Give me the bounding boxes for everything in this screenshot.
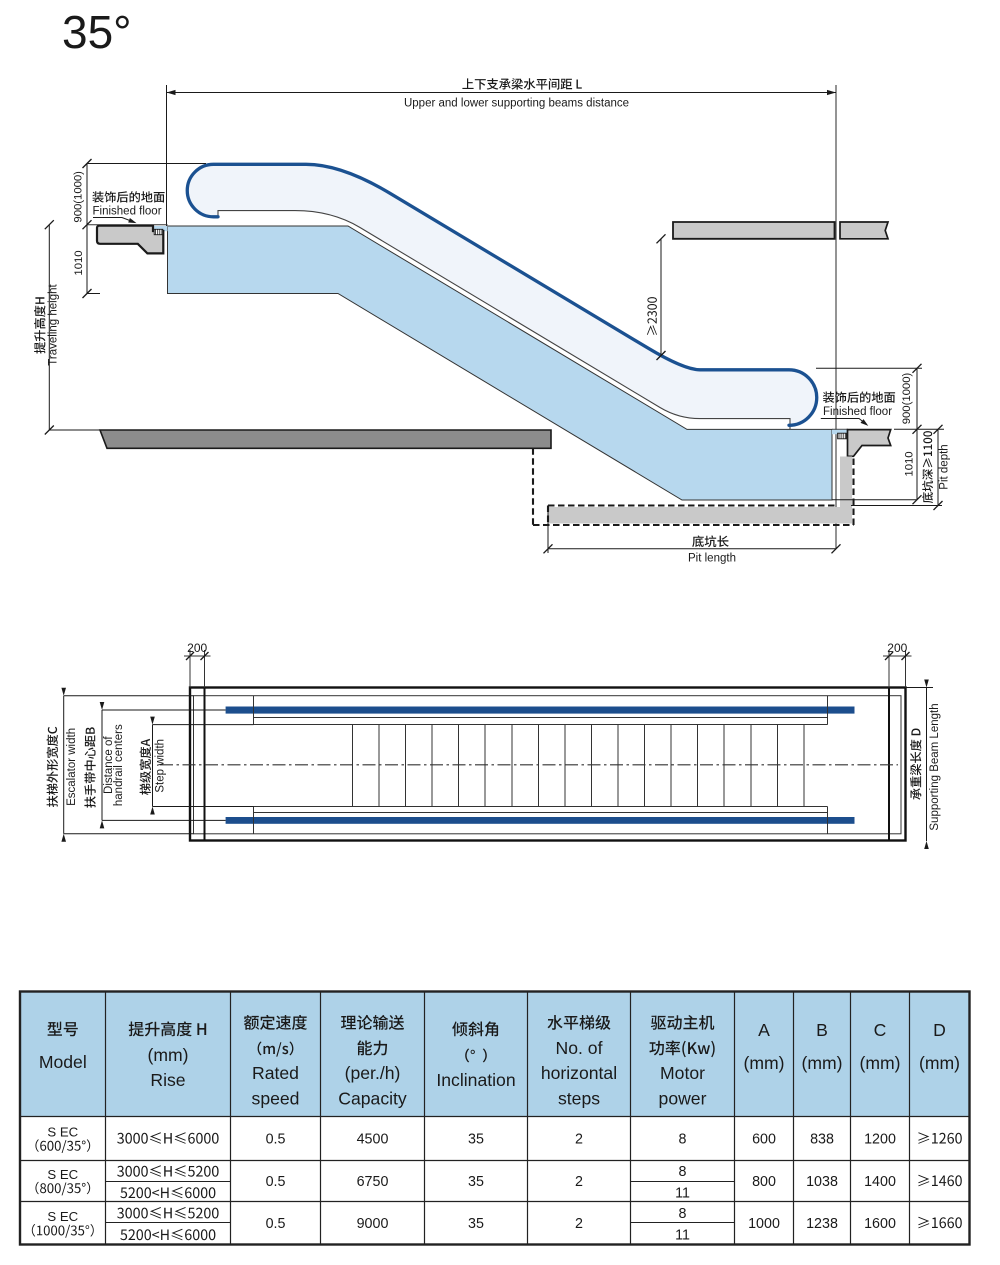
svg-text:8: 8 bbox=[679, 1132, 687, 1148]
svg-text:(per./h): (per./h) bbox=[345, 1063, 401, 1083]
svg-text:800: 800 bbox=[752, 1174, 776, 1190]
svg-text:35°: 35° bbox=[62, 6, 132, 58]
svg-text:D: D bbox=[933, 1020, 946, 1040]
svg-text:Pit depth: Pit depth bbox=[939, 444, 951, 489]
svg-text:Distance of: Distance of bbox=[103, 736, 115, 794]
svg-text:900(1000): 900(1000) bbox=[73, 171, 85, 223]
svg-text:(mm): (mm) bbox=[859, 1053, 900, 1073]
svg-text:No. of: No. of bbox=[556, 1038, 603, 1058]
svg-text:(mm): (mm) bbox=[919, 1053, 960, 1073]
svg-text:Escalator width: Escalator width bbox=[66, 728, 78, 806]
svg-text:Pit length: Pit length bbox=[688, 553, 736, 565]
svg-text:1010: 1010 bbox=[904, 451, 916, 476]
svg-text:Capacity: Capacity bbox=[338, 1089, 407, 1109]
svg-text:S EC: S EC bbox=[47, 1125, 78, 1140]
svg-text:Finished floor: Finished floor bbox=[823, 406, 892, 418]
svg-text:C: C bbox=[874, 1020, 887, 1040]
svg-text:Model: Model bbox=[39, 1052, 87, 1072]
svg-text:B: B bbox=[816, 1020, 828, 1040]
svg-text:horizontal: horizontal bbox=[541, 1063, 617, 1083]
svg-text:1038: 1038 bbox=[806, 1174, 838, 1190]
svg-text:838: 838 bbox=[810, 1132, 834, 1148]
svg-text:Upper and lower supporting bea: Upper and lower supporting beams distanc… bbox=[404, 98, 629, 110]
svg-text:Inclination: Inclination bbox=[436, 1070, 515, 1090]
svg-text:Finished floor: Finished floor bbox=[93, 206, 162, 218]
svg-text:1400: 1400 bbox=[864, 1174, 896, 1190]
svg-text:0.5: 0.5 bbox=[266, 1132, 286, 1148]
svg-text:Step width: Step width bbox=[155, 739, 167, 793]
svg-text:A: A bbox=[758, 1020, 770, 1040]
svg-text:11: 11 bbox=[675, 1186, 690, 1202]
svg-text:2: 2 bbox=[575, 1132, 583, 1148]
svg-text:(mm): (mm) bbox=[743, 1053, 784, 1073]
svg-text:(mm): (mm) bbox=[801, 1053, 842, 1073]
svg-text:2: 2 bbox=[575, 1216, 583, 1232]
svg-text:9000: 9000 bbox=[357, 1216, 389, 1232]
svg-text:Traveling height: Traveling height bbox=[48, 283, 60, 365]
svg-text:8: 8 bbox=[679, 1164, 687, 1180]
svg-text:S EC: S EC bbox=[47, 1167, 78, 1182]
svg-text:2: 2 bbox=[575, 1174, 583, 1190]
svg-text:1238: 1238 bbox=[806, 1216, 838, 1232]
svg-text:900(1000): 900(1000) bbox=[901, 373, 913, 425]
svg-text:6750: 6750 bbox=[357, 1174, 389, 1190]
svg-text:Rated: Rated bbox=[252, 1063, 299, 1083]
svg-text:35: 35 bbox=[468, 1174, 484, 1190]
svg-text:(mm): (mm) bbox=[147, 1045, 188, 1065]
svg-text:200: 200 bbox=[887, 641, 907, 655]
svg-text:Motor: Motor bbox=[660, 1063, 705, 1083]
svg-text:1010: 1010 bbox=[73, 250, 85, 275]
svg-text:Rise: Rise bbox=[150, 1070, 185, 1090]
svg-text:11: 11 bbox=[675, 1228, 690, 1244]
svg-text:S EC: S EC bbox=[47, 1209, 78, 1224]
svg-text:power: power bbox=[659, 1089, 707, 1109]
svg-text:4500: 4500 bbox=[357, 1132, 389, 1148]
svg-text:speed: speed bbox=[252, 1089, 300, 1109]
svg-text:35: 35 bbox=[468, 1132, 484, 1148]
svg-text:handrail centers: handrail centers bbox=[113, 724, 125, 806]
svg-text:8: 8 bbox=[679, 1206, 687, 1222]
svg-text:steps: steps bbox=[558, 1089, 600, 1109]
svg-text:Supporting Beam Length: Supporting Beam Length bbox=[929, 703, 941, 830]
svg-text:1000: 1000 bbox=[748, 1216, 780, 1232]
svg-text:0.5: 0.5 bbox=[266, 1216, 286, 1232]
svg-text:600: 600 bbox=[752, 1132, 776, 1148]
svg-text:1200: 1200 bbox=[864, 1132, 896, 1148]
svg-text:1600: 1600 bbox=[864, 1216, 896, 1232]
svg-text:35: 35 bbox=[468, 1216, 484, 1232]
svg-text:0.5: 0.5 bbox=[266, 1174, 286, 1190]
svg-text:200: 200 bbox=[187, 641, 207, 655]
